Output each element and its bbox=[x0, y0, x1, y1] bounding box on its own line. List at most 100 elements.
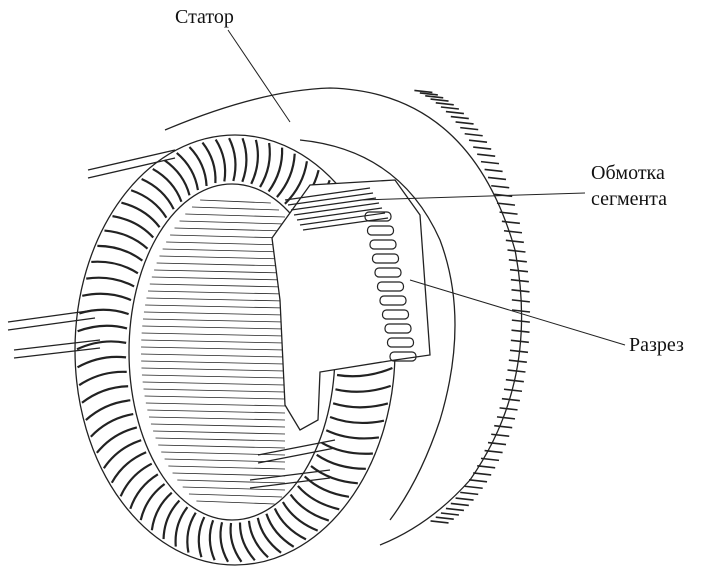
slot bbox=[374, 267, 402, 278]
lamination-line bbox=[188, 493, 283, 498]
coil-turn bbox=[265, 513, 295, 548]
cooling-fin bbox=[505, 239, 524, 244]
cooling-fin bbox=[468, 478, 488, 483]
coil-turn bbox=[174, 506, 189, 547]
slot bbox=[371, 253, 400, 264]
coil-turn bbox=[281, 501, 319, 532]
cooling-fin bbox=[445, 110, 465, 115]
coil-turn bbox=[110, 451, 147, 484]
cooling-fin bbox=[508, 359, 527, 363]
coil-turn bbox=[141, 177, 175, 210]
cooling-fin bbox=[464, 485, 483, 490]
winding-conductor bbox=[299, 212, 386, 226]
slot bbox=[369, 239, 397, 250]
cooling-fin bbox=[450, 115, 469, 120]
cooling-fin bbox=[477, 465, 496, 469]
cooling-fin bbox=[430, 520, 449, 524]
lamination-line bbox=[159, 255, 286, 260]
coil-turn bbox=[129, 473, 159, 510]
coil-turn bbox=[329, 415, 385, 425]
lamination-line bbox=[156, 262, 286, 267]
coil-turn bbox=[121, 201, 161, 228]
coil-turn bbox=[247, 520, 269, 559]
cooling-fin bbox=[425, 94, 444, 99]
cooling-fin bbox=[494, 424, 513, 429]
coil-turn bbox=[104, 229, 149, 250]
coil-turn bbox=[79, 308, 129, 316]
lamination-line bbox=[144, 395, 286, 400]
cooling-fin bbox=[491, 184, 510, 189]
cooling-fin bbox=[473, 472, 492, 476]
coil-turn bbox=[197, 516, 206, 558]
coil-turn bbox=[241, 137, 248, 183]
coil-turn bbox=[219, 521, 229, 563]
coil-turn bbox=[332, 402, 389, 409]
cooling-fin bbox=[487, 176, 507, 181]
cooling-fin bbox=[491, 433, 510, 438]
cooling-fin bbox=[509, 349, 529, 354]
coil-turn bbox=[162, 499, 181, 540]
coil-turn bbox=[250, 139, 259, 185]
slot bbox=[381, 309, 410, 320]
coil-turn bbox=[214, 139, 227, 182]
slot bbox=[366, 225, 395, 236]
leader-stator bbox=[227, 29, 291, 123]
cooling-fin bbox=[435, 516, 454, 520]
cooling-fin bbox=[511, 309, 531, 313]
cooling-fin bbox=[503, 388, 523, 393]
lamination-line bbox=[143, 311, 286, 316]
winding-conductor bbox=[296, 207, 383, 221]
lamination-line bbox=[161, 451, 286, 456]
cut-window bbox=[271, 179, 431, 431]
coil-turn bbox=[176, 152, 200, 191]
coil-turn bbox=[276, 153, 296, 198]
coil-turn bbox=[76, 340, 127, 351]
cooling-fin bbox=[419, 92, 438, 96]
cooling-fin bbox=[414, 89, 433, 94]
lamination-line bbox=[182, 486, 286, 491]
coil-turn bbox=[76, 355, 127, 369]
winding-conductor bbox=[284, 187, 371, 201]
lead-wire bbox=[87, 149, 176, 171]
coil-turn bbox=[316, 453, 366, 470]
lamination-line bbox=[141, 346, 286, 351]
leader-winding bbox=[359, 192, 586, 201]
cooling-fin bbox=[473, 146, 492, 150]
coil-turn bbox=[297, 485, 340, 511]
lamination-line bbox=[142, 318, 286, 323]
cooling-fin bbox=[450, 502, 469, 507]
coil-turn bbox=[85, 399, 131, 421]
coil-turn bbox=[139, 483, 166, 521]
coil-turn bbox=[289, 493, 330, 522]
label-segment-winding-2: сегмента bbox=[591, 188, 668, 210]
cooling-fin bbox=[499, 407, 518, 411]
slot bbox=[386, 337, 415, 348]
lamination-line bbox=[141, 360, 286, 365]
coil-turn bbox=[112, 215, 155, 239]
winding-conductor bbox=[302, 217, 389, 231]
lamination-line bbox=[172, 472, 286, 477]
coil-turn bbox=[82, 292, 132, 302]
coil-turn bbox=[91, 260, 139, 275]
cooling-fins bbox=[414, 89, 531, 524]
cooling-fin bbox=[480, 457, 500, 462]
coil-turn bbox=[152, 168, 183, 203]
lead-wire bbox=[13, 339, 101, 351]
cooling-fin bbox=[484, 168, 503, 173]
lamination-line bbox=[155, 437, 286, 442]
cooling-fin bbox=[455, 497, 474, 501]
cooling-fin bbox=[440, 512, 459, 516]
lamination-line bbox=[140, 353, 286, 358]
coil-turn bbox=[321, 441, 373, 455]
coil-turn bbox=[119, 462, 153, 497]
lamination-line bbox=[142, 381, 286, 386]
lamination-line bbox=[168, 465, 286, 470]
lamination-line bbox=[179, 220, 286, 225]
cooling-fin bbox=[510, 278, 529, 283]
coil-turn bbox=[259, 142, 271, 188]
coil-turn bbox=[186, 512, 197, 553]
lamination-line bbox=[150, 423, 286, 428]
cooling-fin bbox=[511, 288, 530, 293]
cooling-fin bbox=[501, 220, 520, 225]
